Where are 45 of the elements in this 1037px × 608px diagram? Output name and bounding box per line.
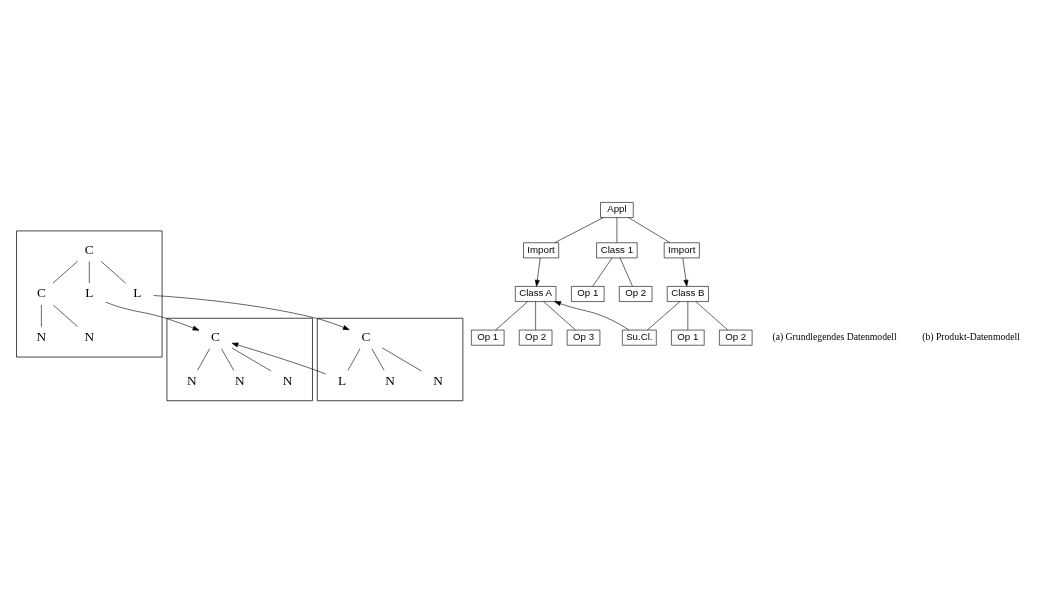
arrow — [105, 301, 200, 331]
node-box: Class B — [666, 286, 709, 302]
arrow — [231, 342, 326, 375]
connector — [628, 217, 671, 243]
node-box: Op 2 — [719, 329, 753, 346]
node-box: Su.Cl. — [622, 329, 657, 346]
node-text: L — [133, 285, 142, 301]
node-text: N — [433, 372, 443, 388]
node-text: L — [85, 285, 94, 301]
node-text: L — [338, 372, 347, 388]
node-box: Import — [523, 242, 559, 259]
node-box: Op 1 — [671, 329, 705, 346]
node-text: C — [84, 241, 94, 257]
cluster — [16, 230, 163, 358]
arrow — [682, 257, 689, 287]
node-text: C — [211, 329, 220, 345]
connector — [535, 301, 536, 331]
node-box: Class A — [515, 286, 557, 302]
cluster — [166, 317, 313, 402]
connector — [495, 301, 529, 331]
node-box: Op 1 — [571, 286, 605, 302]
node-box: Op 3 — [566, 329, 601, 346]
connector — [554, 217, 604, 243]
connector — [543, 301, 576, 331]
arrow — [534, 257, 541, 287]
node-text: N — [186, 372, 197, 388]
node-text: N — [385, 372, 395, 388]
node-text: C — [361, 329, 371, 345]
cluster — [316, 317, 464, 402]
node-text: C — [36, 285, 46, 301]
connector — [647, 301, 681, 331]
node-text: N — [84, 329, 95, 345]
label: (b) Produkt-Datenmodell — [922, 330, 1020, 342]
label: (a) Grundlegendes Datenmodell — [772, 330, 897, 342]
node-box: Op 2 — [518, 329, 553, 346]
node-box: Import — [663, 242, 700, 259]
arrow — [153, 295, 350, 331]
arrow — [554, 301, 630, 331]
node-text: N — [282, 372, 293, 388]
node-text: N — [234, 372, 245, 388]
node-box: Appl — [600, 202, 634, 218]
node-box: Class 1 — [596, 242, 638, 259]
node-box: Op 2 — [619, 286, 653, 302]
node-box: Op 1 — [471, 329, 505, 346]
node-text: N — [36, 329, 47, 345]
